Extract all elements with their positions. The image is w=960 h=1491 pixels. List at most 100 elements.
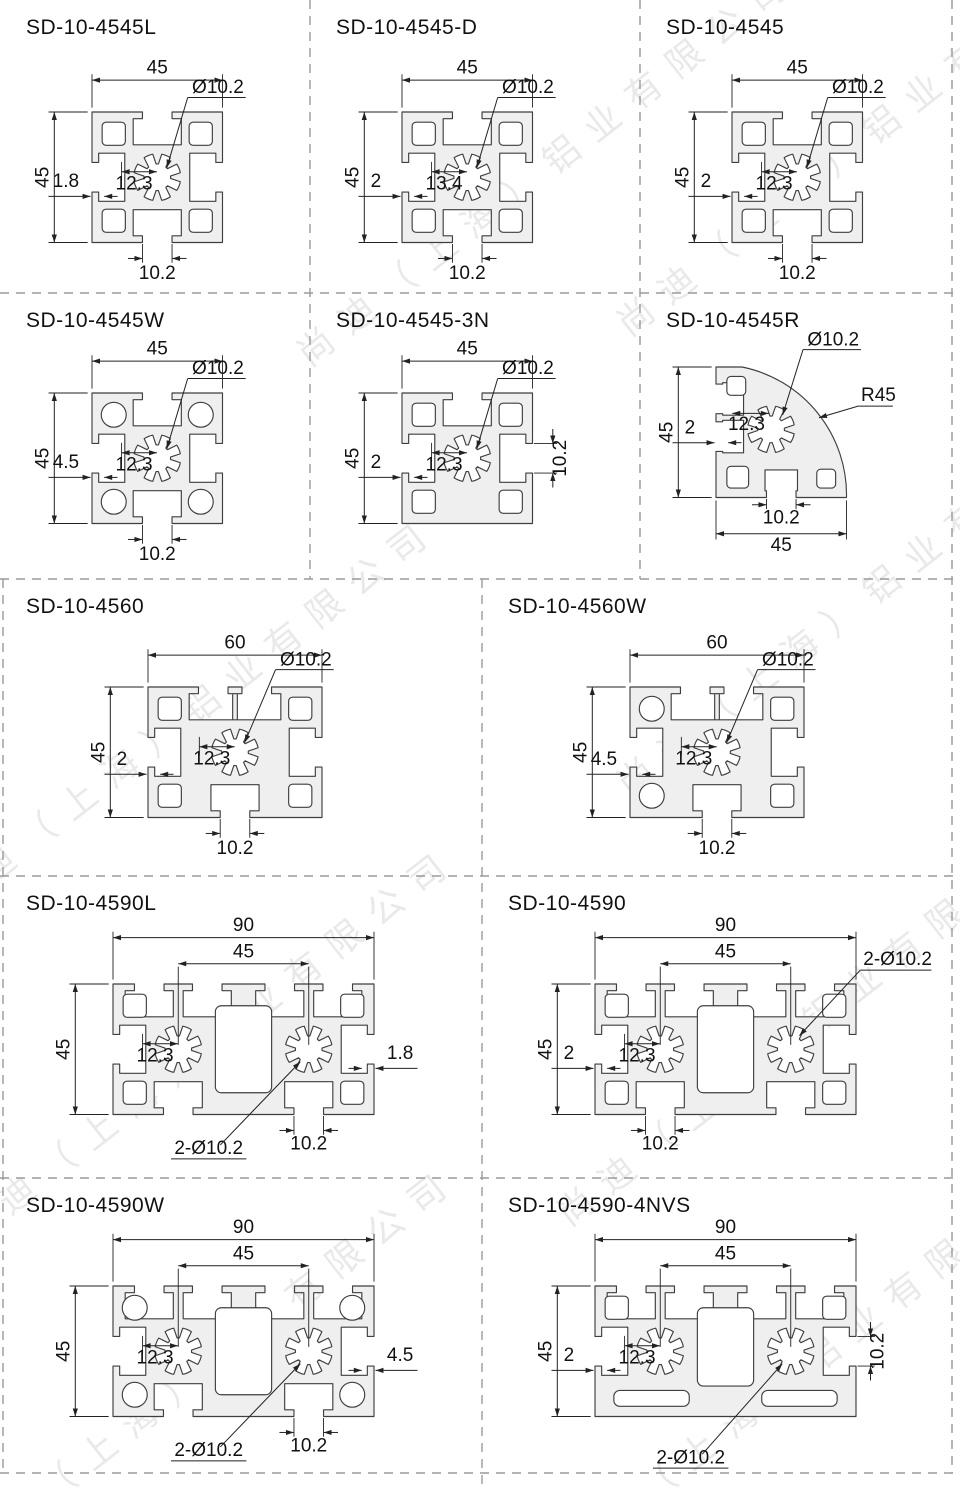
dim-label: Ø10.2 (502, 77, 554, 98)
dim-label: 12.3 (116, 174, 153, 195)
dim-label: 45 (343, 448, 364, 469)
profile-title: SD-10-4545-D (336, 16, 478, 39)
profile-title: SD-10-4590 (508, 892, 627, 915)
dim-label: R45 (861, 385, 896, 406)
dim-label: 45 (536, 1341, 557, 1362)
dim-label: 2 (564, 1345, 575, 1366)
profile-title: SD-10-4590-4NVS (508, 1194, 691, 1217)
dim-label: 2 (564, 1043, 575, 1064)
dim-label: 2 (685, 417, 696, 438)
dim-label: Ø10.2 (502, 358, 554, 379)
dim-label: 10.2 (642, 1133, 679, 1154)
dim-label: 45 (147, 339, 168, 360)
dim-label: 90 (715, 915, 736, 936)
dim-label: Ø10.2 (832, 77, 884, 98)
dim-label: 90 (233, 1217, 254, 1238)
dim-label: 45 (33, 448, 54, 469)
dim-label: 1.8 (53, 171, 79, 192)
dim-label: 10.2 (868, 1333, 889, 1370)
dim-label: 45 (147, 58, 168, 79)
dim-label: 45 (233, 1243, 254, 1264)
dim-label: 12.3 (756, 174, 793, 195)
dim-label: 10.2 (449, 263, 486, 284)
dim-label: 12.3 (728, 414, 765, 435)
profile-drawing: 90 45 45 12.3 1.8 2-Ø10.2 10.2 (54, 915, 418, 1160)
dim-label: 12.3 (619, 1348, 656, 1369)
dim-label: 2-Ø10.2 (656, 1447, 725, 1468)
profile-title: SD-10-4590W (26, 1194, 165, 1217)
dim-label: 45 (89, 742, 110, 763)
dim-label: 10.2 (290, 1133, 327, 1154)
dim-label: 45 (54, 1039, 75, 1060)
dim-label: 60 (706, 633, 727, 654)
profile-title: SD-10-4545-3N (336, 309, 490, 332)
dim-label: 10.2 (779, 263, 816, 284)
profile-title: SD-10-4560W (508, 595, 647, 618)
dim-label: 2 (701, 171, 712, 192)
dim-label: 45 (233, 941, 254, 962)
dim-label: Ø10.2 (192, 77, 244, 98)
dim-label: 10.2 (217, 838, 254, 859)
dim-label: 12.3 (116, 455, 153, 476)
dim-label: 10.2 (699, 838, 736, 859)
dim-label: Ø10.2 (807, 329, 859, 350)
dim-label: 1.8 (387, 1043, 413, 1064)
cell-sd-10-4590l: SD-10-4590L 90 45 45 12.3 1.8 2-Ø10.2 10.2 (0, 876, 482, 1178)
dim-label: 10.2 (550, 440, 571, 477)
dim-label: 90 (233, 915, 254, 936)
dim-label: 45 (33, 167, 54, 188)
dim-label: 10.2 (139, 544, 176, 565)
profile-drawing: 60 45 Ø10.2 12.3 4.5 10.2 (571, 633, 816, 859)
dim-label: 4.5 (387, 1345, 413, 1366)
dim-label: 12.3 (137, 1348, 174, 1369)
dim-label: 2 (117, 749, 128, 770)
cell-sd-10-4560w: SD-10-4560W 60 45 Ø10.2 12.3 4.5 10.2 (482, 579, 960, 876)
dim-label: 45 (54, 1341, 75, 1362)
dim-label: 2 (371, 171, 382, 192)
dim-label: 45 (457, 58, 478, 79)
profile-title: SD-10-4545L (26, 16, 157, 39)
dim-label: 45 (657, 422, 678, 443)
dim-label: 2-Ø10.2 (174, 1138, 243, 1159)
dim-label: 12.3 (619, 1046, 656, 1067)
dim-label: 12.3 (193, 749, 230, 770)
dim-label: 45 (715, 941, 736, 962)
dim-label: Ø10.2 (192, 358, 244, 379)
profile-title: SD-10-4590L (26, 892, 157, 915)
dim-label: 2 (371, 452, 382, 473)
dim-label: Ø10.2 (762, 649, 814, 670)
dim-label: 10.2 (763, 508, 800, 529)
dim-label: 90 (715, 1217, 736, 1238)
dim-label: 10.2 (290, 1435, 327, 1456)
dim-label: 4.5 (591, 749, 617, 770)
dim-label: 12.3 (426, 455, 463, 476)
dim-label: 45 (571, 742, 592, 763)
dim-label: 45 (457, 339, 478, 360)
dim-label: 45 (771, 535, 792, 556)
dim-label: 45 (787, 58, 808, 79)
dim-label: 13.4 (426, 174, 463, 195)
profile-title: SD-10-4545W (26, 309, 165, 332)
dim-label: 12.3 (137, 1046, 174, 1067)
dim-label: 12.3 (675, 749, 712, 770)
profile-title: SD-10-4545 (666, 16, 785, 39)
dim-label: 45 (536, 1039, 557, 1060)
